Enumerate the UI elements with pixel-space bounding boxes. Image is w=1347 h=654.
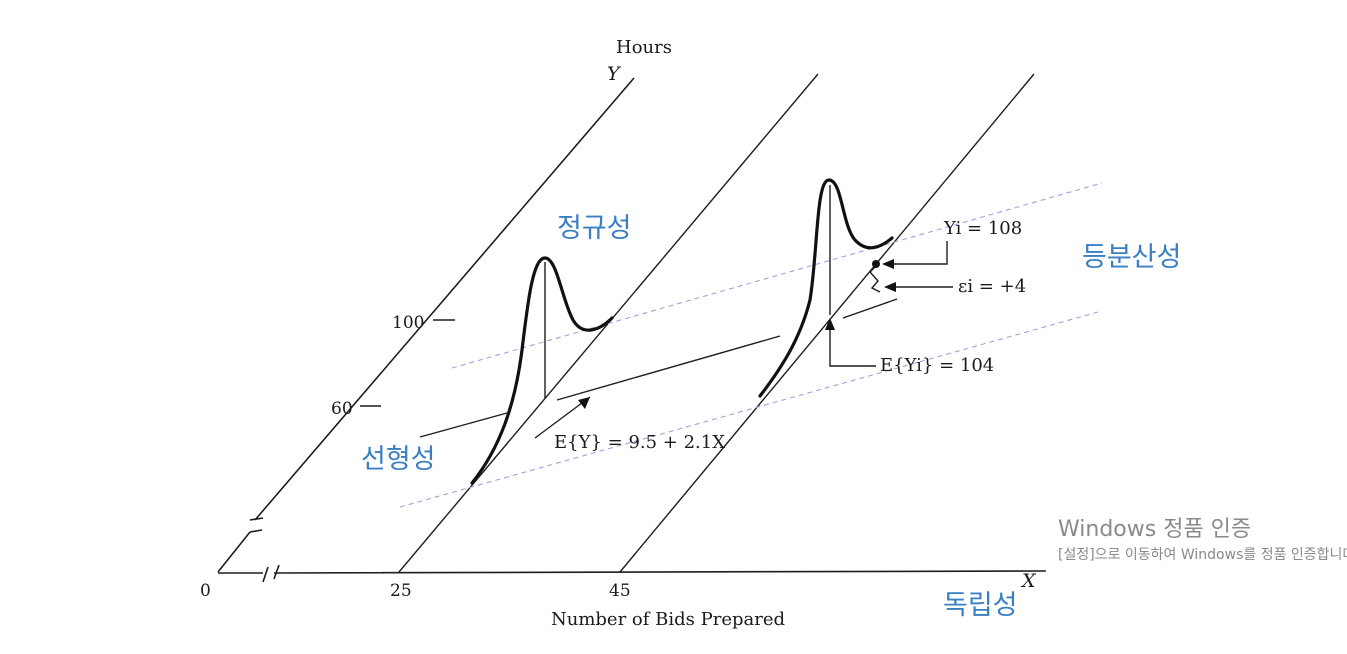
y-tick-label-100: 100 <box>392 313 424 333</box>
equal-variance-lower-band <box>399 311 1099 508</box>
normality-annotation: 정규성 <box>557 213 632 244</box>
regression-line <box>419 298 898 438</box>
x-axis-break <box>262 564 280 583</box>
equal-variance-annotation: 등분산성 <box>1082 242 1181 273</box>
expected-value-label: E{Yi} = 104 <box>880 355 994 376</box>
y-axis-line <box>254 77 635 521</box>
watermark-subtitle: [설정]으로 이동하여 Windows를 정품 인증합니다. <box>1058 547 1347 563</box>
y-axis-title: Hours <box>616 37 672 58</box>
equal-variance-upper-band <box>451 182 1103 369</box>
windows-activation-watermark: Windows 정품 인증 [설정]으로 이동하여 Windows를 정품 인증… <box>1058 515 1347 565</box>
y-axis-break <box>217 517 264 573</box>
regression-equation-label: E{Y} = 9.5 + 2.1X <box>554 432 725 453</box>
x-tick-label-45: 45 <box>609 581 631 601</box>
arrowhead-error <box>884 282 896 292</box>
arrowhead-observed <box>882 259 894 269</box>
guide-x45 <box>619 73 1035 573</box>
arrowhead-regression <box>578 397 590 409</box>
epsilon-brace <box>869 263 881 293</box>
arrow-expected <box>829 322 876 367</box>
linearity-annotation: 선형성 <box>361 444 436 475</box>
y-axis-symbol: Y <box>607 63 622 85</box>
x-axis-line <box>218 570 1047 574</box>
normal-curve-x25 <box>470 256 614 485</box>
x-axis-symbol: X <box>1020 570 1037 592</box>
arrow-observed <box>886 241 948 265</box>
observed-point <box>872 260 880 268</box>
error-term-label: εi = +4 <box>958 276 1026 297</box>
x-tick-label-0: 0 <box>200 581 211 601</box>
x-tick-label-25: 25 <box>390 581 412 601</box>
arrowhead-expected <box>825 318 835 330</box>
y-tick-label-60: 60 <box>331 399 353 419</box>
observed-value-label: Yi = 108 <box>943 218 1022 239</box>
arrow-regression-label <box>534 396 591 439</box>
normal-curve-x45 <box>758 178 894 398</box>
x-axis-title: Number of Bids Prepared <box>551 609 785 630</box>
watermark-title: Windows 정품 인증 <box>1058 517 1252 542</box>
independence-annotation: 독립성 <box>943 590 1018 621</box>
